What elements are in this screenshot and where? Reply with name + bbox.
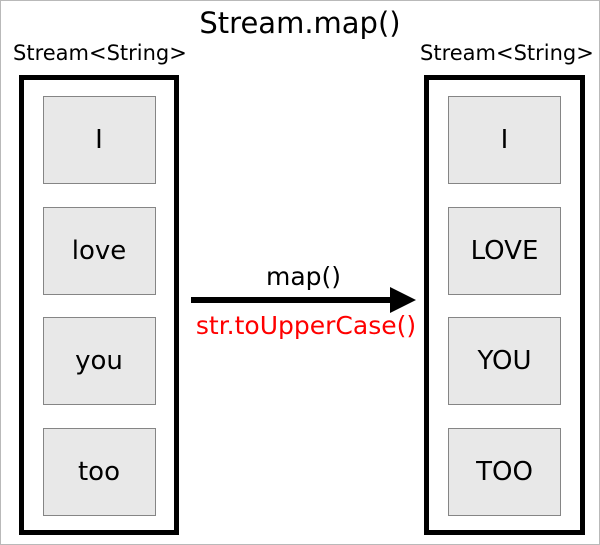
map-arrow-head-icon [390, 287, 416, 313]
stream-item: love [42, 206, 156, 295]
diagram-title: Stream.map() [199, 6, 401, 40]
map-arrow-line [191, 297, 399, 303]
stream-item: I [448, 96, 561, 184]
right-stream-type-label: Stream<String> [420, 41, 594, 65]
stream-item: TOO [448, 427, 561, 516]
right-stream-box: I LOVE YOU TOO [424, 75, 585, 535]
mapper-function-label: str.toUpperCase() [195, 311, 417, 340]
stream-item: LOVE [448, 206, 561, 295]
stream-item: YOU [448, 317, 561, 406]
map-operation-label: map() [265, 262, 342, 291]
stream-item: I [42, 96, 156, 184]
stream-item: you [42, 317, 156, 406]
left-stream-type-label: Stream<String> [13, 41, 187, 65]
stream-item: too [42, 427, 156, 516]
